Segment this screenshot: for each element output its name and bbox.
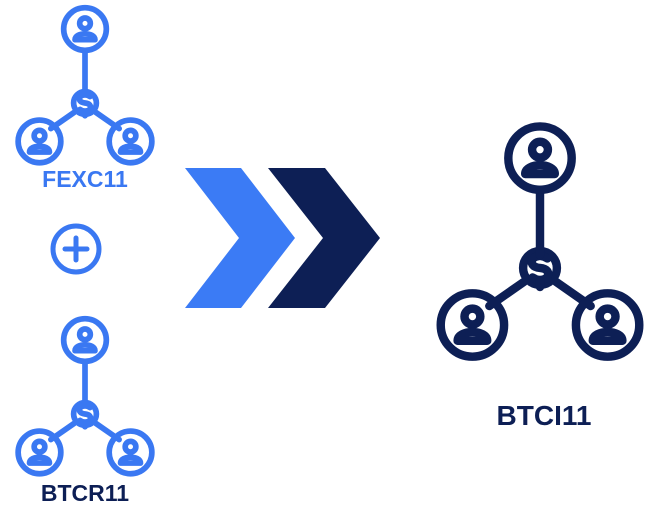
double-chevron-right-icon [185,168,380,308]
source-label-fexc11: FEXC11 [42,166,128,192]
plus-circle-icon [50,223,102,275]
investor-network-icon [12,313,158,478]
chevron-dark [268,168,380,308]
target-label-btci11: BTCI11 [496,400,592,431]
investor-network-icon [12,2,158,167]
chevron-light [185,168,295,308]
source-label-btcr11: BTCR11 [40,480,130,506]
investor-network-icon [418,118,662,363]
